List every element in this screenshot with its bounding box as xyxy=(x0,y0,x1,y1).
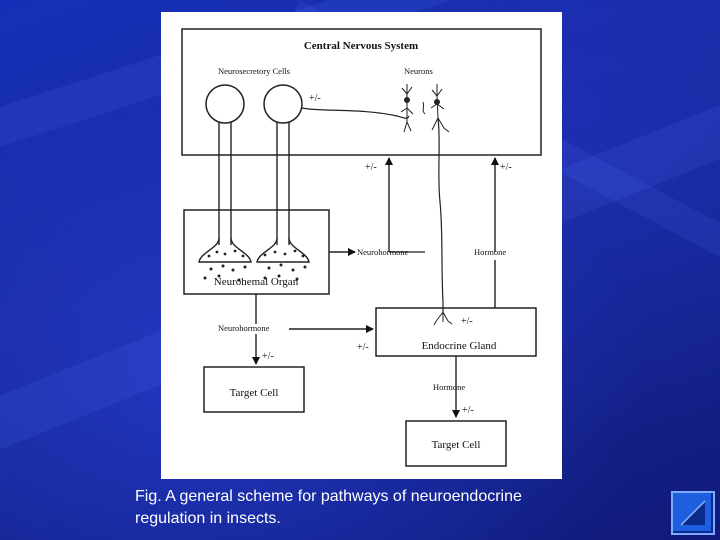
target-cell-left-box xyxy=(203,366,305,413)
diagram-figure: Central Nervous System Neurosecretory Ce… xyxy=(161,12,562,479)
neurons-drawing xyxy=(400,84,450,133)
target-cell-right-box xyxy=(405,420,507,467)
figure-caption: Fig. A general scheme for pathways of ne… xyxy=(135,486,595,530)
neurosecretory-granules xyxy=(203,249,307,282)
neuron-to-cell-path xyxy=(301,107,410,119)
cns-title: Central Nervous System xyxy=(304,40,418,52)
caption-line-2: regulation in insects. xyxy=(135,510,281,527)
hormone-label: Hormone xyxy=(474,247,506,257)
plus-minus-label: +/- xyxy=(309,93,321,104)
cns-box xyxy=(181,28,542,156)
neurohormone-label: Neurohormone xyxy=(357,247,409,257)
plus-minus-label: +/- xyxy=(365,162,377,173)
target-cell-right-label: Target Cell xyxy=(432,439,481,451)
caption-line-1: Fig. A general scheme for pathways of ne… xyxy=(135,488,522,505)
neurohemal-organ-label: Neurohemal Organ xyxy=(214,276,299,288)
hormone-down-label: Hormone xyxy=(433,382,465,392)
neurosecretory-cell-1 xyxy=(205,84,245,124)
neuron-axon-to-endocrine xyxy=(437,117,444,312)
plus-minus-label: +/- xyxy=(262,351,274,362)
endocrine-gland-label: Endocrine Gland xyxy=(422,340,497,352)
plus-minus-label: +/- xyxy=(461,316,473,327)
next-slide-button[interactable] xyxy=(671,491,715,535)
neurosecretory-cell-2 xyxy=(263,84,303,124)
neuron-terminal xyxy=(433,311,453,326)
triangle-icon xyxy=(680,500,706,526)
neurosecretory-cells-label: Neurosecretory Cells xyxy=(218,66,290,76)
plus-minus-label: +/- xyxy=(500,162,512,173)
neurons-label: Neurons xyxy=(404,66,433,76)
plus-minus-label: +/- xyxy=(462,405,474,416)
target-cell-left-label: Target Cell xyxy=(230,387,279,399)
terminal-1 xyxy=(198,237,252,263)
neurohormone-down-label: Neurohormone xyxy=(218,323,270,333)
plus-minus-label: +/- xyxy=(357,342,369,353)
terminal-2 xyxy=(256,237,310,263)
neuroendocrine-diagram: Central Nervous System Neurosecretory Ce… xyxy=(181,28,542,467)
